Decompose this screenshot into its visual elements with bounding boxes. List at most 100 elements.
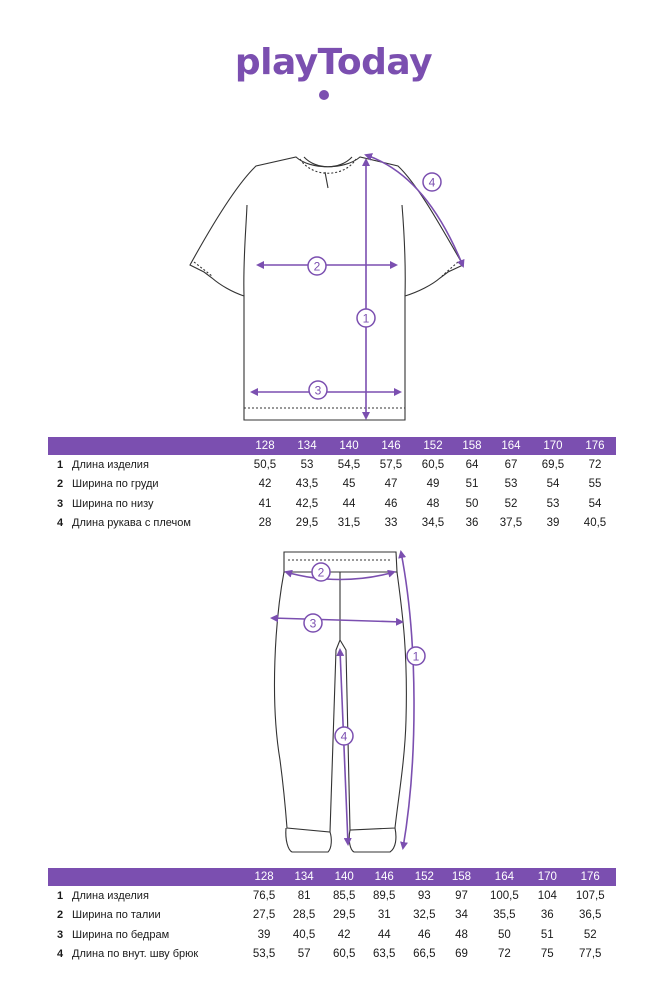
table-cell: 72 [497, 948, 511, 961]
table-cell: 46 [384, 497, 398, 510]
table-cell: 45 [342, 478, 356, 491]
table-row: 4 Длина по внут. шву брюк 53,5 57 60,5 6… [48, 945, 616, 965]
pants-measure-lines [270, 550, 415, 850]
pants-size-header-row: 128 134 140 146 152 158 164 170 176 [48, 868, 616, 886]
table-cell: 50 [465, 497, 479, 510]
table-cell: 57,5 [379, 458, 403, 471]
table-cell: 44 [342, 497, 356, 510]
row-number: 3 [56, 497, 64, 510]
header-blank [72, 868, 244, 886]
size-header: 176 [564, 868, 616, 886]
size-header: 146 [370, 437, 412, 455]
measurement-name: Длина по внут. шву брюк [72, 948, 199, 961]
size-header: 176 [573, 437, 616, 455]
table-cell: 53 [546, 497, 560, 510]
tshirt-measure-markers: 1 2 3 4 [307, 172, 442, 400]
table-cell: 60,5 [421, 458, 445, 471]
header-blank [72, 437, 244, 455]
table-cell: 40,5 [583, 517, 607, 530]
tshirt-marker-2: 2 [314, 260, 321, 274]
size-header: 146 [364, 868, 405, 886]
table-cell: 29,5 [332, 909, 356, 922]
size-header: 128 [244, 868, 285, 886]
table-cell: 81 [297, 889, 311, 902]
table-cell: 34 [455, 909, 468, 922]
size-header: 152 [404, 868, 445, 886]
table-cell: 42,5 [295, 497, 319, 510]
size-header: 170 [530, 868, 565, 886]
table-cell: 31 [377, 909, 391, 922]
pants-marker-4: 4 [341, 730, 348, 744]
size-header: 164 [478, 868, 531, 886]
table-cell: 39 [257, 928, 271, 941]
table-row: 3 Ширина по низу 41 42,5 44 46 48 50 52 … [48, 494, 616, 514]
table-cell: 63,5 [373, 948, 396, 961]
table-cell: 53 [504, 478, 518, 491]
table-cell: 64 [465, 458, 479, 471]
row-number: 3 [56, 928, 64, 941]
table-cell: 52 [583, 928, 597, 941]
brand-logo-dot [319, 90, 329, 100]
table-cell: 52 [504, 497, 518, 510]
measurement-name: Ширина по груди [72, 478, 159, 491]
measurement-name: Ширина по талии [72, 909, 161, 922]
table-cell: 48 [455, 928, 468, 941]
table-cell: 54,5 [337, 458, 361, 471]
table-cell: 107,5 [575, 889, 605, 902]
table-cell: 36 [540, 909, 554, 922]
pants-measure-markers: 1 2 3 4 [303, 562, 426, 746]
measurement-name: Длина изделия [72, 889, 149, 902]
table-cell: 53 [300, 458, 314, 471]
table-cell: 53,5 [252, 948, 276, 961]
size-header: 140 [324, 868, 365, 886]
table-row: 1 Длина изделия 50,5 53 54,5 57,5 60,5 6… [48, 455, 616, 475]
pants-marker-3: 3 [310, 617, 317, 631]
table-cell: 51 [540, 928, 554, 941]
table-cell: 33 [384, 517, 398, 530]
row-number: 2 [56, 478, 64, 491]
brand-logo: playToday [234, 42, 433, 83]
table-cell: 50 [497, 928, 511, 941]
table-cell: 75 [540, 948, 554, 961]
size-header: 158 [454, 437, 490, 455]
table-cell: 57 [297, 948, 311, 961]
table-cell: 104 [537, 889, 557, 902]
row-number: 4 [56, 948, 64, 961]
table-row: 2 Ширина по груди 42 43,5 45 47 49 51 53… [48, 475, 616, 495]
tshirt-size-table: 128 134 140 146 152 158 164 170 176 1 Дл… [48, 437, 616, 533]
pants-marker-2: 2 [318, 566, 325, 580]
table-cell: 32,5 [413, 909, 436, 922]
table-cell: 42 [258, 478, 272, 491]
tshirt-size-header-row: 128 134 140 146 152 158 164 170 176 [48, 437, 616, 455]
tshirt-marker-4: 4 [429, 176, 436, 190]
table-cell: 27,5 [252, 909, 276, 922]
tshirt-marker-3: 3 [315, 384, 322, 398]
table-cell: 43,5 [295, 478, 319, 491]
row-number: 2 [56, 909, 64, 922]
tshirt-measure-lines [250, 153, 465, 420]
table-cell: 46 [417, 928, 431, 941]
table-cell: 35,5 [493, 909, 516, 922]
header-blank [48, 437, 72, 455]
table-cell: 50,5 [253, 458, 277, 471]
table-cell: 51 [465, 478, 479, 491]
table-cell: 49 [426, 478, 440, 491]
size-header: 152 [412, 437, 454, 455]
row-number: 1 [56, 458, 64, 471]
table-cell: 34,5 [421, 517, 445, 530]
size-header: 134 [284, 868, 325, 886]
table-cell: 28 [258, 517, 272, 530]
table-cell: 36,5 [579, 909, 602, 922]
table-cell: 97 [455, 889, 468, 902]
table-cell: 100,5 [490, 889, 519, 902]
table-cell: 89,5 [373, 889, 396, 902]
table-cell: 42 [337, 928, 351, 941]
table-cell: 37,5 [499, 517, 523, 530]
table-row: 3 Ширина по бедрам 39 40,5 42 44 46 48 5… [48, 925, 616, 945]
table-cell: 41 [258, 497, 272, 510]
table-cell: 47 [384, 478, 398, 491]
tshirt-marker-1: 1 [363, 312, 370, 326]
size-header: 140 [328, 437, 370, 455]
table-cell: 40,5 [292, 928, 316, 941]
